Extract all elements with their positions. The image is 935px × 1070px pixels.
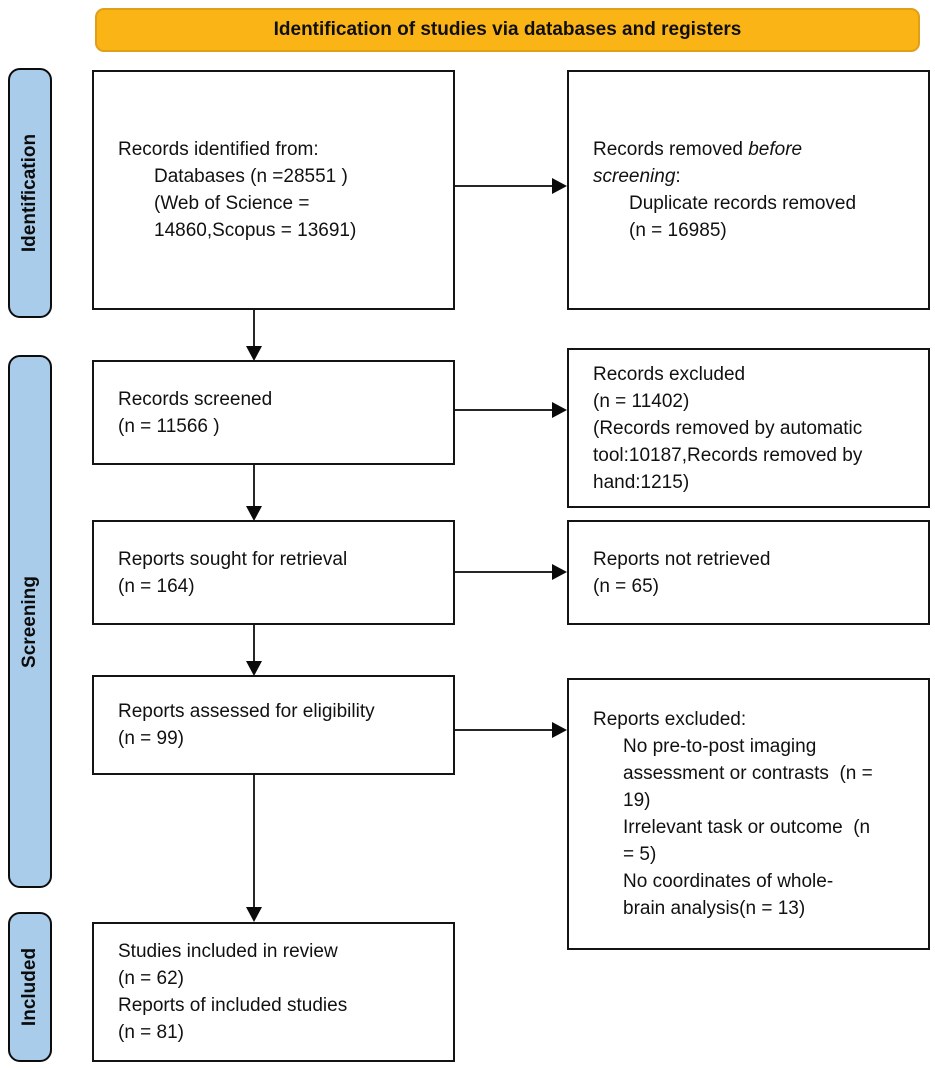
records-identified-title: Records identified from: (118, 139, 319, 160)
box-reports-assessed: Reports assessed for eligibility (n = 99… (92, 675, 455, 775)
studies-included-line: Studies included in review (118, 941, 338, 962)
reports-not-retrieved-line: (n = 65) (593, 575, 660, 597)
records-removed-italic-screening: screening (593, 166, 676, 187)
arrow-line (455, 185, 555, 187)
box-reports-not-retrieved: Reports not retrieved (n = 65) (567, 520, 930, 625)
stage-bar-screening: Screening (8, 355, 52, 888)
box-records-removed: Records removed before screening: Duplic… (567, 70, 930, 310)
reports-sought-line: (n = 164) (118, 575, 195, 597)
stage-label-screening: Screening (19, 575, 40, 668)
stage-bar-identification: Identification (8, 68, 52, 318)
box-reports-sought: Reports sought for retrieval (n = 164) (92, 520, 455, 625)
stage-label-identification: Identification (19, 133, 41, 253)
records-excluded-line: (Records removed by automatic (593, 417, 863, 439)
reports-assessed-line: Reports assessed for eligibility (118, 701, 375, 722)
arrow-down-icon (246, 907, 262, 922)
records-screened-line: (n = 11566 ) (118, 415, 220, 437)
reports-excluded-item-line: = 5) (623, 844, 657, 865)
box-reports-excluded: Reports excluded: No pre-to-post imaging… (567, 678, 930, 950)
arrow-line (455, 729, 555, 731)
arrow-down-icon (246, 346, 262, 361)
reports-excluded-item-line: brain analysis(n = 13) (623, 898, 806, 919)
stage-label-included: Included (19, 947, 40, 1027)
arrow-right-icon (552, 564, 567, 580)
records-removed-italic-before: before (748, 139, 803, 160)
arrow-down-icon (246, 506, 262, 521)
reports-not-retrieved-line: Reports not retrieved (593, 548, 771, 570)
banner-title: Identification of studies via databases … (273, 19, 742, 40)
arrow-right-icon (552, 402, 567, 418)
banner-identification-via-databases: Identification of studies via databases … (95, 8, 920, 52)
studies-included-line: (n = 81) (118, 1022, 185, 1043)
box-studies-included: Studies included in review (n = 62) Repo… (92, 922, 455, 1062)
records-excluded-line: Records excluded (593, 363, 746, 385)
arrow-line (455, 409, 555, 411)
arrow-right-icon (552, 178, 567, 194)
stage-bar-included: Included (8, 912, 52, 1062)
records-identified-line: (Web of Science = (154, 193, 310, 214)
records-screened-line: Records screened (118, 388, 273, 410)
reports-excluded-item-line: assessment or contrasts (n = (623, 763, 873, 784)
arrow-line (253, 625, 255, 663)
studies-included-line: (n = 62) (118, 968, 185, 989)
reports-excluded-item-line: No coordinates of whole- (623, 871, 834, 892)
reports-excluded-item-line: Irrelevant task or outcome (n (623, 817, 871, 838)
records-identified-line: 14860,Scopus = 13691) (154, 220, 357, 241)
records-removed-line: (n = 16985) (629, 220, 727, 241)
records-excluded-line: hand:1215) (593, 471, 690, 493)
studies-included-line: Reports of included studies (118, 995, 348, 1016)
box-records-screened: Records screened (n = 11566 ) (92, 360, 455, 465)
arrow-line (455, 571, 555, 573)
reports-excluded-title: Reports excluded: (593, 709, 747, 730)
records-identified-line: Databases (n =28551 ) (154, 166, 348, 187)
arrow-line (253, 775, 255, 909)
records-removed-prefix: Records removed (593, 139, 749, 160)
records-removed-line: Duplicate records removed (629, 193, 857, 214)
arrow-down-icon (246, 661, 262, 676)
records-excluded-line: (n = 11402) (593, 390, 690, 412)
reports-assessed-line: (n = 99) (118, 728, 185, 749)
box-records-excluded: Records excluded (n = 11402) (Records re… (567, 348, 930, 508)
records-removed-title-line2: screening: (593, 163, 918, 190)
records-removed-colon: : (675, 166, 681, 187)
reports-excluded-item-line: No pre-to-post imaging (623, 736, 817, 757)
reports-sought-line: Reports sought for retrieval (118, 548, 348, 570)
reports-excluded-item-line: 19) (623, 790, 651, 811)
arrow-line (253, 310, 255, 348)
arrow-line (253, 465, 255, 508)
arrow-right-icon (552, 722, 567, 738)
records-excluded-line: tool:10187,Records removed by (593, 444, 863, 466)
records-removed-title-line1: Records removed before (593, 136, 918, 163)
box-records-identified: Records identified from: Databases (n =2… (92, 70, 455, 310)
